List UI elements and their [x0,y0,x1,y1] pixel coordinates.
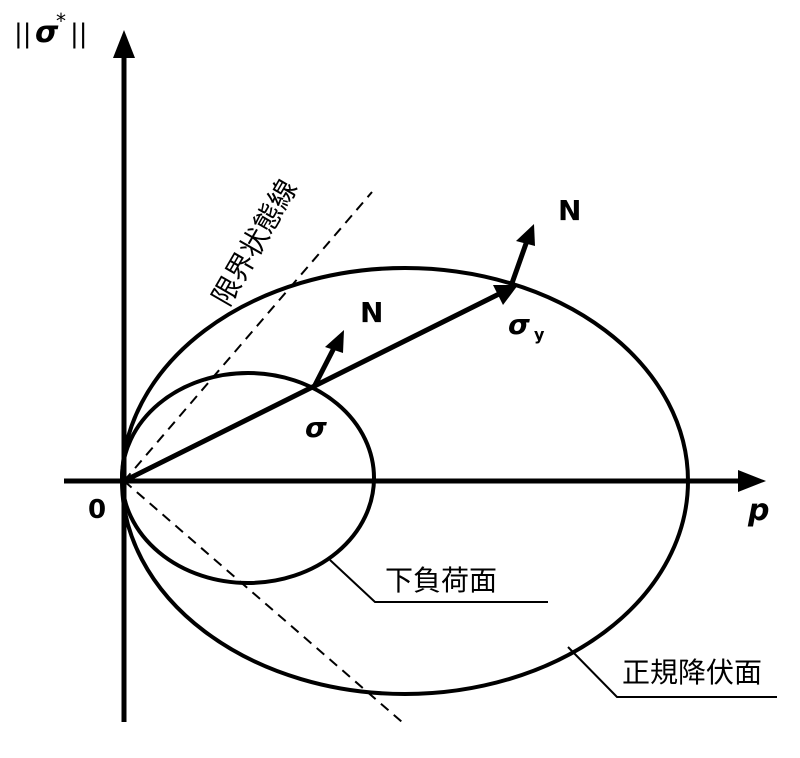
y-axis-label-bars-left: || [14,19,32,49]
y-axis-label-sigma: σ [35,15,59,50]
critical-state-line-lower [123,480,403,723]
y-axis-label-star: * [56,9,66,33]
normal-yield-surface-label: 正規降伏面 [622,656,762,689]
normal-vector-outer [508,237,531,287]
normal-vector-outer-label: N [558,194,581,227]
x-axis-label: p [747,493,769,528]
normal-vector-inner-arrowhead [325,330,344,353]
stress-point-label: σ [305,411,327,444]
origin-label: 0 [88,495,106,525]
critical-state-line-label: 限界状態線 [205,174,304,312]
x-axis-arrowhead [738,470,766,492]
critical-state-line-upper [123,191,373,482]
yield-point-label: σ [508,308,530,341]
y-axis-label-bars-right: || [70,19,88,49]
normal-vector-inner [310,342,339,391]
yield-point-subscript: y [534,325,545,344]
normal-vector-inner-label: N [360,296,383,329]
stress-vector-arrowhead [493,285,518,305]
normal-vector-outer-arrowhead [516,224,535,246]
subloading-surface-label: 下負荷面 [385,564,497,597]
normal-yield-surface-leader [567,646,777,698]
subloading-surface-leader [329,559,548,603]
subloading-surface [120,371,376,585]
y-axis-arrowhead [113,30,135,58]
